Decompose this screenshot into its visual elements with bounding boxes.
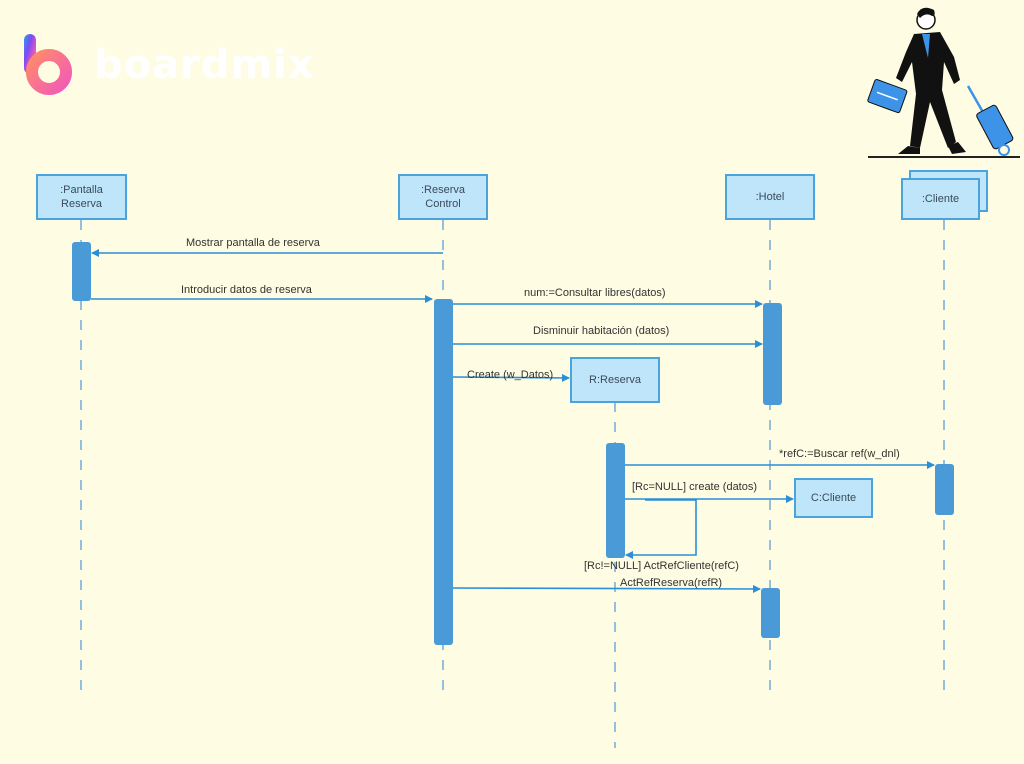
participant-label-line2: Control <box>425 198 461 210</box>
message-label: num:=Consultar libres(datos) <box>524 287 666 299</box>
boardmix-b-logo-icon <box>24 34 72 95</box>
participant-label-line1: :Reserva <box>420 184 466 196</box>
message-arrow-9 <box>452 584 761 593</box>
message-label: ActRefReserva(refR) <box>620 577 723 589</box>
activation-hotel-1 <box>763 303 782 405</box>
activation-cliente <box>935 464 954 515</box>
participant-c-cliente[interactable]: C:Cliente <box>794 478 873 518</box>
brand-name: boardmix <box>94 42 315 88</box>
participant-label: :Cliente <box>921 193 960 205</box>
participant-label: :Hotel <box>755 191 785 203</box>
participant-label-line1: :Pantalla <box>60 184 103 196</box>
participant-label-line2: Reserva <box>61 198 102 210</box>
message-arrow-8 <box>625 499 697 559</box>
message-label: Create (w_Datos) <box>467 369 554 381</box>
activation-rreserva <box>606 443 625 558</box>
participant-hotel[interactable]: :Hotel <box>725 174 815 220</box>
message-label: [Rc=NULL] create (datos) <box>632 481 758 493</box>
boardmix-logo: boardmix <box>22 34 315 96</box>
participant-label: C:Cliente <box>810 492 857 504</box>
message-label: *refC:=Buscar ref(w_dnl) <box>779 448 900 460</box>
activation-pantalla <box>72 242 91 301</box>
activation-hotel-2 <box>761 588 780 638</box>
participant-cliente[interactable]: :Cliente <box>901 178 980 220</box>
participant-r-reserva[interactable]: R:Reserva <box>570 357 660 403</box>
briefcase <box>867 79 908 114</box>
hair <box>917 7 935 18</box>
message-label: Disminuir habitación (datos) <box>533 325 670 337</box>
message-arrow-5 <box>452 373 570 382</box>
businessman-with-luggage-illustration <box>867 7 1020 158</box>
message-label: [Rc!=NULL] ActRefCliente(refC) <box>584 560 739 572</box>
activation-control <box>434 299 453 645</box>
participant-label: R:Reserva <box>589 374 641 386</box>
suit <box>896 32 960 148</box>
message-label: Introducir datos de reserva <box>181 284 312 296</box>
message-label: Mostrar pantalla de reserva <box>186 237 320 249</box>
tie <box>922 34 930 58</box>
